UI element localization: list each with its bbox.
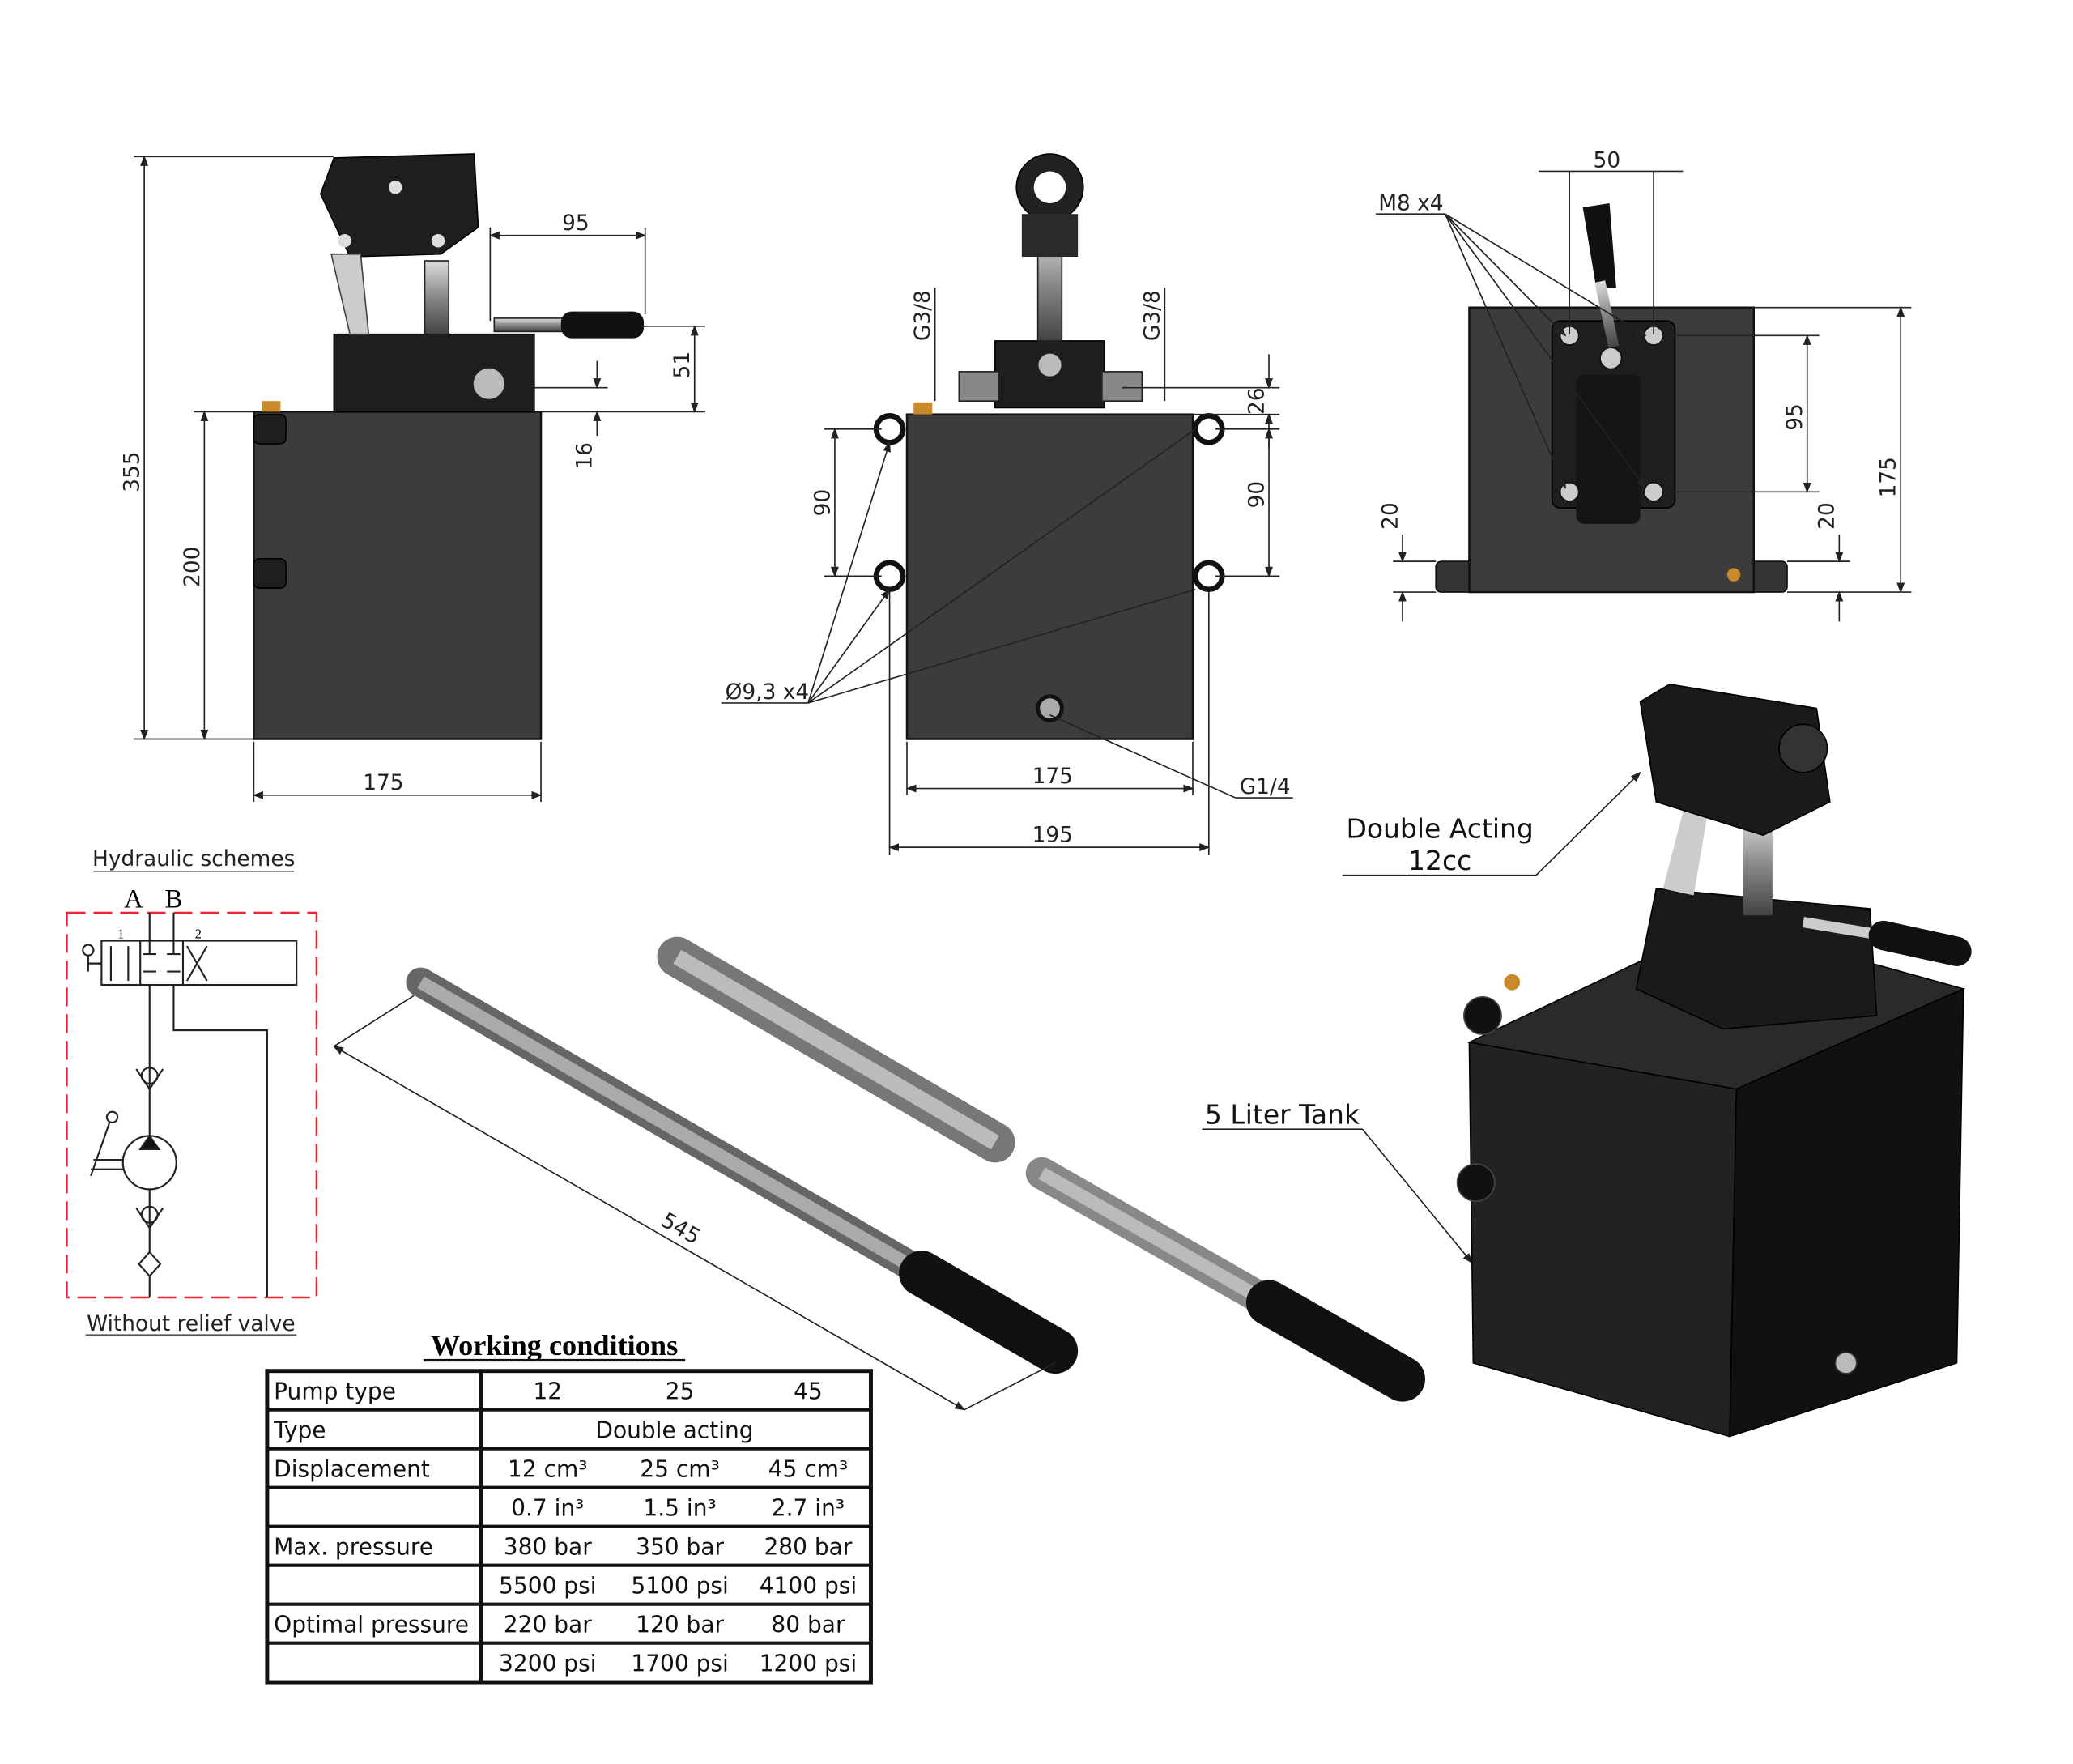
pump-symbol xyxy=(90,1067,177,1278)
table-cell: 4100 psi xyxy=(760,1572,857,1599)
row-label: Displacement xyxy=(274,1455,430,1482)
dim-50: 50 xyxy=(1594,149,1621,173)
dim-175: 175 xyxy=(363,771,403,795)
side-view: 355 200 175 95 51 16 xyxy=(121,153,705,803)
tank-front xyxy=(1468,1041,1738,1438)
top-view: 50 M8 x4 95 175 20 20 xyxy=(1375,149,1912,622)
dim-95: 95 xyxy=(1783,403,1807,431)
dim-16: 16 xyxy=(573,442,598,470)
handle-length: 545 xyxy=(657,1208,704,1250)
row-label: Pump type xyxy=(274,1378,396,1404)
row-label: Max. pressure xyxy=(274,1533,433,1560)
table-cell: 5500 psi xyxy=(499,1572,596,1599)
dim-95: 95 xyxy=(562,211,590,236)
drain-plug xyxy=(1036,694,1064,722)
table-cell: 12 cm³ xyxy=(508,1455,588,1482)
port-a-label: A xyxy=(124,884,143,914)
table-cell: 1.5 in³ xyxy=(643,1494,716,1521)
table-cell: 25 xyxy=(666,1378,695,1404)
scheme-boundary xyxy=(66,911,318,1299)
dim-51: 51 xyxy=(670,352,695,379)
dim-90-right: 90 xyxy=(1245,481,1269,509)
callout-line1: Double Acting xyxy=(1346,813,1533,845)
handle-grip-2 xyxy=(1245,1280,1425,1402)
dim-20-left: 20 xyxy=(1378,502,1403,530)
filler-cap xyxy=(262,401,281,412)
directional-valve-symbol xyxy=(82,912,298,1297)
bolts-label: M8 x4 xyxy=(1378,191,1443,215)
table-cell: 350 bar xyxy=(636,1533,724,1560)
table-cell: 25 cm³ xyxy=(640,1455,720,1482)
front-view: G3/8 G3/8 26 90 90 Ø9,3 x4 175 195 G1/4 xyxy=(721,153,1293,856)
row-label: Type xyxy=(273,1417,326,1443)
port-label-right: G3/8 xyxy=(1141,290,1165,341)
hydraulic-scheme: Hydraulic schemes A B 1 2 Without relief… xyxy=(66,847,318,1336)
table-cell: 12 xyxy=(533,1378,562,1404)
dim-90-left: 90 xyxy=(811,489,835,517)
table-title: Working conditions xyxy=(431,1329,678,1361)
port-label-left: G3/8 xyxy=(911,290,935,341)
dim-195: 195 xyxy=(1032,824,1073,848)
pump-block xyxy=(333,333,535,413)
port-b-label: B xyxy=(164,884,182,914)
dim-175: 175 xyxy=(1877,457,1901,497)
table-cell: 220 bar xyxy=(504,1611,592,1638)
hydraulic-caption: Without relief valve xyxy=(87,1312,295,1336)
table-cell: 280 bar xyxy=(764,1533,852,1560)
dim-175: 175 xyxy=(1032,765,1073,789)
position-2: 2 xyxy=(195,926,202,941)
table-cell: 0.7 in³ xyxy=(511,1494,584,1521)
iso-view: Double Acting 12cc 5 Liter Tank xyxy=(1202,684,1972,1438)
table-cell: 3200 psi xyxy=(499,1650,596,1677)
position-1: 1 xyxy=(117,926,124,941)
table-cell: 45 cm³ xyxy=(768,1455,849,1482)
holes-label: Ø9,3 x4 xyxy=(726,680,809,705)
table-cell: 1200 psi xyxy=(760,1650,857,1677)
handle-grip xyxy=(899,1251,1079,1374)
tank-body xyxy=(905,413,1194,740)
dim-200: 200 xyxy=(181,547,205,587)
tank-label: 5 Liter Tank xyxy=(1205,1099,1360,1131)
table-cell: 45 xyxy=(794,1378,823,1404)
dim-20-right: 20 xyxy=(1815,502,1840,530)
dim-26: 26 xyxy=(1245,387,1269,415)
hydraulic-title: Hydraulic schemes xyxy=(92,847,295,871)
table-cell: 1700 psi xyxy=(631,1650,728,1677)
drain-port-label: G1/4 xyxy=(1240,775,1291,799)
table-cell: 5100 psi xyxy=(631,1572,728,1599)
handle-parts: 545 xyxy=(332,936,1425,1411)
dim-355: 355 xyxy=(121,451,145,492)
tank-body xyxy=(253,411,543,740)
lever-grip xyxy=(560,311,645,339)
table-cell: 80 bar xyxy=(771,1611,845,1638)
callout-line2: 12cc xyxy=(1408,845,1471,876)
row-label: Optimal pressure xyxy=(274,1611,469,1638)
table-cell: 380 bar xyxy=(504,1533,592,1560)
table-cell: 120 bar xyxy=(636,1611,724,1638)
table-cell: 2.7 in³ xyxy=(772,1494,845,1521)
table-cell: Double acting xyxy=(595,1417,753,1443)
